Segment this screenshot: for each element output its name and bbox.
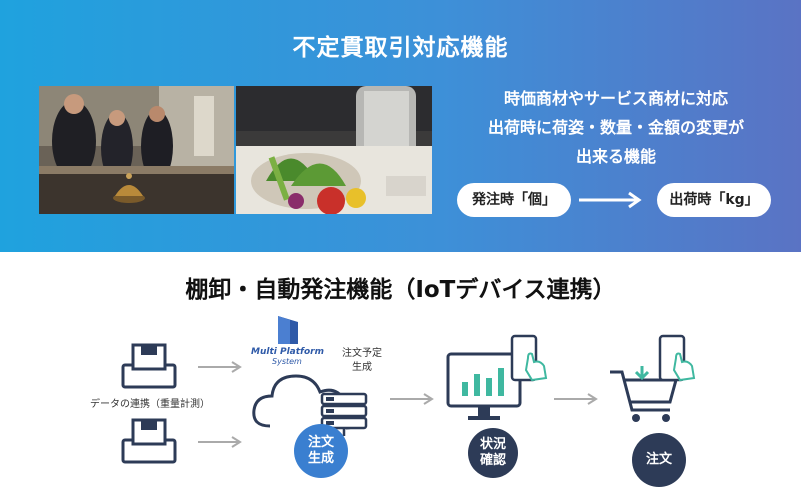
scale-box-icon	[121, 343, 177, 389]
arrow-right-icon	[554, 393, 598, 405]
status-check-line-1: 状況	[479, 437, 506, 452]
arrow-right-icon	[390, 393, 434, 405]
order-circle: 注文	[632, 433, 686, 487]
shopping-cart-icon	[610, 334, 696, 422]
status-check-circle: 状況 確認	[468, 428, 518, 478]
hotel-reception-photo	[39, 86, 234, 214]
arrow-right-icon	[198, 361, 242, 373]
logo-text-line-1: Multi Platform	[251, 347, 324, 357]
logo-text-line-2: System	[272, 357, 302, 366]
order-unit-pill: 発注時「個」	[457, 183, 571, 217]
right-arrow-icon	[579, 191, 642, 209]
order-generation-circle: 注文 生成	[294, 424, 348, 478]
status-check-line-2: 確認	[479, 453, 506, 468]
feature-title-inventory-iot: 棚卸・自動発注機能（IoTデバイス連携）	[185, 277, 616, 303]
feature-description: 時価商材やサービス商材に対応 出荷時に荷姿・数量・金額の変更が 出来る機能	[440, 84, 792, 171]
multi-platform-logo-icon	[278, 316, 298, 344]
description-line-2: 出荷時に荷姿・数量・金額の変更が	[487, 118, 744, 137]
feature-title-variable-weight: 不定貫取引対応機能	[292, 35, 509, 61]
description-line-3: 出来る機能	[575, 147, 656, 166]
top-banner: 不定貫取引対応機能	[0, 0, 801, 252]
order-plan-label-line-2: 生成	[352, 362, 372, 373]
order-generation-line-1: 注文	[307, 435, 334, 450]
vegetables-kitchen-photo	[236, 86, 432, 214]
arrow-right-icon	[198, 436, 242, 448]
shipping-unit-pill: 出荷時「kg」	[657, 183, 771, 217]
monitor-chart-icon	[446, 334, 548, 420]
data-link-label: データの連携（重量計測）	[90, 399, 210, 410]
order-circle-label: 注文	[645, 452, 672, 467]
description-line-1: 時価商材やサービス商材に対応	[503, 89, 728, 108]
cloud-server-icon	[252, 374, 368, 436]
order-generation-line-2: 生成	[307, 451, 334, 466]
scale-box-icon	[121, 418, 177, 464]
order-plan-label-line-1: 注文予定	[342, 348, 382, 359]
